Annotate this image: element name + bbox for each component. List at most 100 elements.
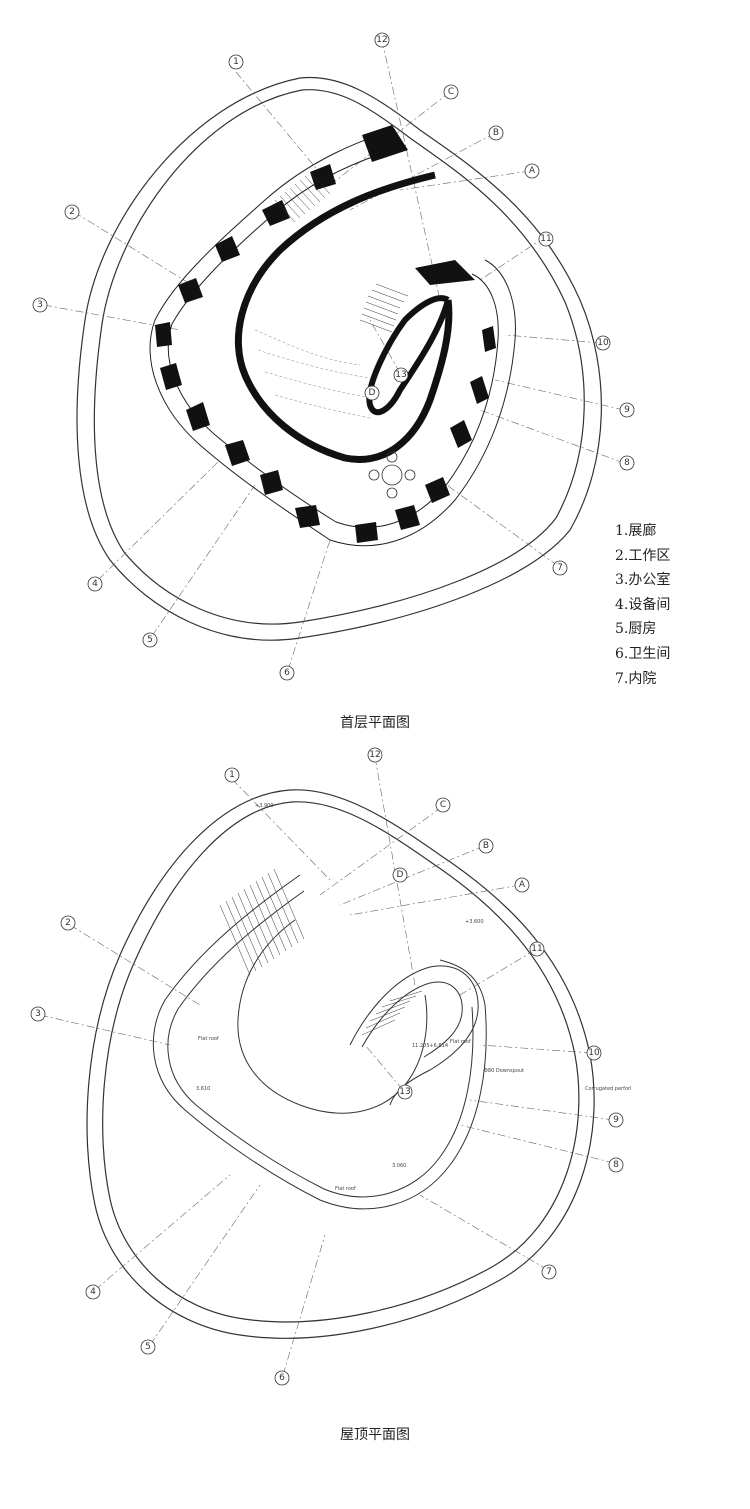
flat-roof-label-2: Flat roof xyxy=(450,1039,471,1045)
downspout-label: Φ80 Downspout xyxy=(484,1068,524,1074)
svg-text:12: 12 xyxy=(376,35,387,45)
ground-floor-caption: 首层平面图 xyxy=(340,715,410,731)
roof-inner-ring xyxy=(152,874,487,1210)
svg-text:4: 4 xyxy=(90,1287,96,1297)
roof-axis-marker-D: D xyxy=(392,867,408,883)
axis-marker-7: 7 xyxy=(552,560,568,576)
svg-text:B: B xyxy=(483,841,489,851)
legend-item: 7.内院 xyxy=(615,670,657,687)
svg-text:5: 5 xyxy=(145,1342,151,1352)
axis-marker-9: 9 xyxy=(619,402,635,418)
svg-text:10: 10 xyxy=(597,338,609,348)
roof-axis-marker-B: B xyxy=(478,838,494,854)
axis-marker-B: B xyxy=(488,125,504,141)
axis-marker-8: 8 xyxy=(619,455,635,471)
site-boundary xyxy=(76,76,602,641)
roof-plan: Flat roof Flat roof Flat roof Φ80 Downsp… xyxy=(0,735,750,1425)
svg-text:5: 5 xyxy=(147,635,153,645)
svg-text:A: A xyxy=(529,166,536,176)
svg-text:2: 2 xyxy=(65,918,71,928)
svg-text:D: D xyxy=(397,870,404,880)
svg-text:6: 6 xyxy=(279,1373,285,1383)
legend-item: 2.工作区 xyxy=(615,547,671,564)
legend-item: 4.设备间 xyxy=(615,596,671,613)
axis-markers: 1 2 3 4 5 6 7 8 9 10 11 12 13 A B C D xyxy=(32,32,635,681)
level-label-3600: +3.600 xyxy=(465,919,484,925)
axis-marker-4: 4 xyxy=(87,576,103,592)
legend-item: 6.卫生间 xyxy=(615,645,671,662)
axis-marker-2: 2 xyxy=(64,204,80,220)
roof-axis-marker-11: 11 xyxy=(529,941,545,957)
flat-roof-label-1: Flat roof xyxy=(198,1036,219,1042)
axis-marker-1: 1 xyxy=(228,54,244,70)
svg-text:6: 6 xyxy=(284,668,290,678)
round-table xyxy=(368,451,416,499)
legend-item: 3.办公室 xyxy=(615,572,671,589)
svg-text:3: 3 xyxy=(37,300,43,310)
ground-floor-drawing: 1 2 3 4 5 6 7 8 9 10 11 12 13 A B C D xyxy=(32,32,635,681)
spiral-walls xyxy=(234,171,453,463)
roof-axis-marker-A: A xyxy=(514,877,530,893)
svg-text:C: C xyxy=(440,800,446,810)
svg-text:9: 9 xyxy=(624,405,630,415)
level-label-3610: 3.610 xyxy=(196,1086,210,1092)
axis-marker-5: 5 xyxy=(142,632,158,648)
courtyard-contours xyxy=(254,329,373,419)
roof-axis-marker-9: 9 xyxy=(608,1112,624,1128)
svg-text:2: 2 xyxy=(69,207,75,217)
svg-text:10: 10 xyxy=(588,1048,600,1058)
svg-text:7: 7 xyxy=(557,563,563,573)
roof-boundary xyxy=(86,789,595,1339)
axis-marker-C: C xyxy=(443,84,459,100)
roof-annotations: Flat roof Flat roof Flat roof Φ80 Downsp… xyxy=(196,803,631,1192)
ground-floor-plan: 1 2 3 4 5 6 7 8 9 10 11 12 13 A B C D xyxy=(0,0,750,700)
svg-text:3: 3 xyxy=(35,1009,41,1019)
svg-text:8: 8 xyxy=(624,458,630,468)
roof-axis-marker-8: 8 xyxy=(608,1157,624,1173)
roof-axis-marker-1: 1 xyxy=(224,767,240,783)
svg-text:4: 4 xyxy=(92,579,98,589)
svg-text:7: 7 xyxy=(546,1267,552,1277)
roof-plan-drawing: Flat roof Flat roof Flat roof Φ80 Downsp… xyxy=(30,747,631,1386)
roof-axis-marker-3: 3 xyxy=(30,1006,46,1022)
axis-marker-10: 10 xyxy=(595,335,611,351)
axis-marker-3: 3 xyxy=(32,297,48,313)
roof-axis-marker-C: C xyxy=(435,797,451,813)
stairs xyxy=(274,171,409,333)
legend-item: 1.展廊 xyxy=(615,523,657,539)
roof-axis-marker-7: 7 xyxy=(541,1264,557,1280)
roof-axis-marker-5: 5 xyxy=(140,1339,156,1355)
roof-axis-marker-10: 10 xyxy=(586,1045,602,1061)
axis-marker-6: 6 xyxy=(279,665,295,681)
flat-roof-label-3: Flat roof xyxy=(335,1186,356,1192)
room-legend: 1.展廊 2.工作区 3.办公室 4.设备间 5.厨房 6.卫生间 7.内院 xyxy=(615,519,670,691)
svg-text:1: 1 xyxy=(229,770,235,780)
solid-wall-blocks xyxy=(155,125,496,543)
axis-marker-13: 13 xyxy=(393,367,409,383)
svg-text:8: 8 xyxy=(613,1160,619,1170)
level-label-3060: 3.060 xyxy=(392,1163,406,1169)
axis-marker-11: 11 xyxy=(538,231,554,247)
axis-marker-D: D xyxy=(364,385,380,401)
roof-axis-lines xyxy=(39,756,615,1376)
corrugated-label: Corrugated perforl xyxy=(585,1086,631,1092)
svg-text:1: 1 xyxy=(233,57,239,67)
roof-plan-caption: 屋顶平面图 xyxy=(340,1427,410,1443)
roof-axis-marker-2: 2 xyxy=(60,915,76,931)
svg-text:12: 12 xyxy=(369,750,380,760)
roof-stair-core xyxy=(349,965,479,1106)
building-outer-walls xyxy=(149,129,516,547)
svg-text:9: 9 xyxy=(613,1115,619,1125)
roof-axis-marker-12: 12 xyxy=(367,747,383,763)
svg-text:13: 13 xyxy=(399,1087,410,1097)
roof-axis-marker-4: 4 xyxy=(85,1284,101,1300)
svg-text:D: D xyxy=(369,388,376,398)
svg-text:B: B xyxy=(493,128,499,138)
level-label-11205: 11.205+6.614 xyxy=(412,1043,448,1049)
axis-lines xyxy=(43,39,625,671)
svg-text:C: C xyxy=(448,87,454,97)
svg-text:11: 11 xyxy=(540,234,551,244)
roof-axis-marker-13: 13 xyxy=(397,1084,413,1100)
axis-marker-A: A xyxy=(524,163,540,179)
roof-stairs xyxy=(219,868,423,1036)
